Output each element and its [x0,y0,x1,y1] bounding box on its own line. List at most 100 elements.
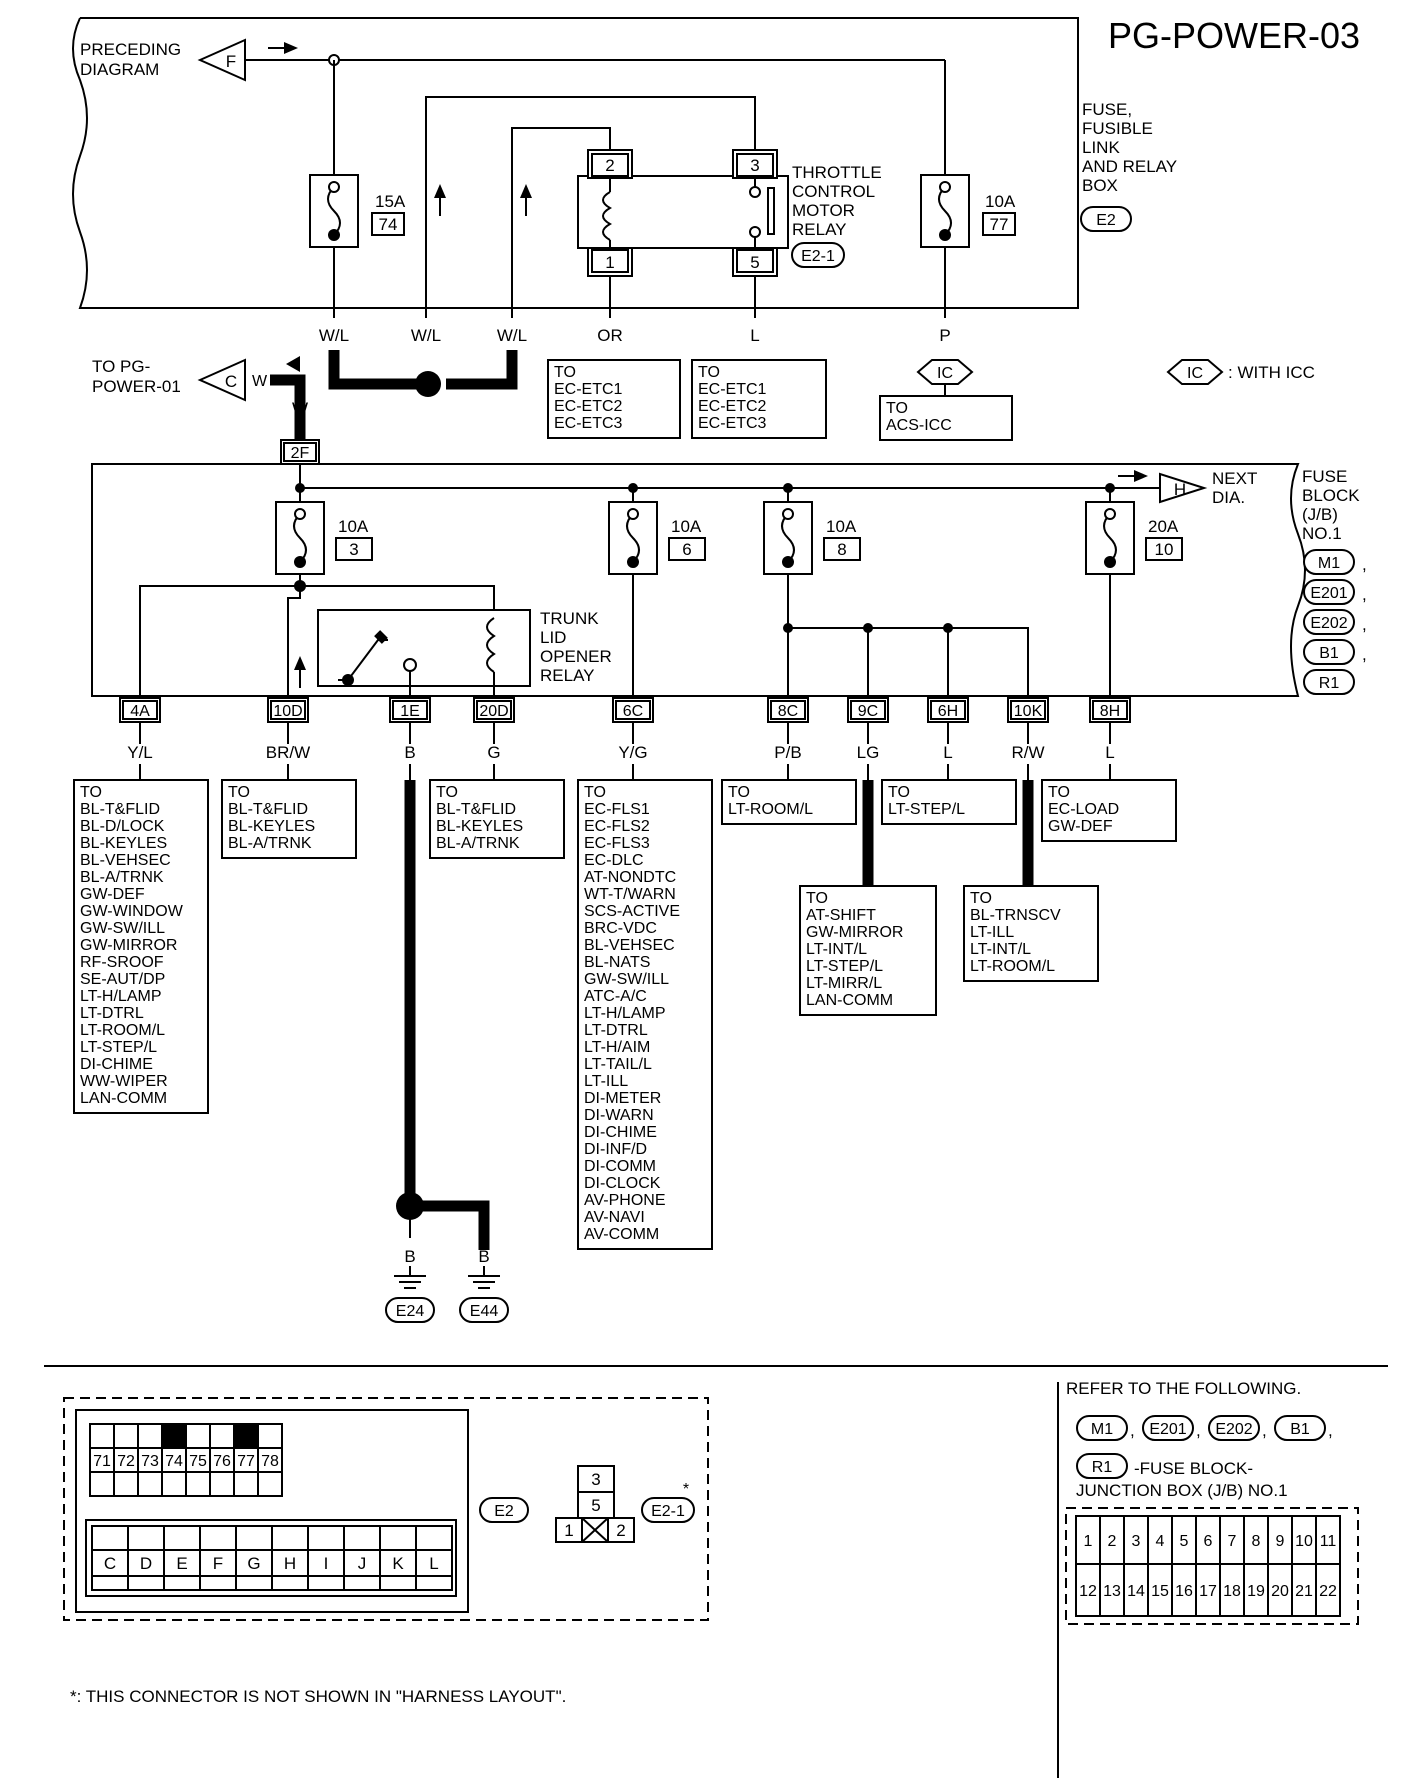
e2-pin: D [140,1554,152,1573]
e2-pin: 73 [141,1453,159,1470]
jb-wire-color: B [404,743,415,762]
wire-relay-3-feed [425,96,756,318]
grid-pin: 8 [1252,1533,1261,1550]
dest-g-text: BL-T&FLID [436,801,516,818]
ground-connector-text: E24 [396,1303,425,1320]
relay-contact [749,186,761,198]
dest-yg-text: EC-FLS1 [584,801,650,818]
jb-fuse-8-element [781,513,795,563]
dest-yl-text: BL-T&FLID [80,801,160,818]
dest-l8h-text: GW-DEF [1048,818,1113,835]
dest-yg-text: DI-INF/D [584,1141,647,1158]
up-arrow-head [434,184,446,198]
ground-wire-color: B [404,1247,415,1266]
jb-fuse-3-terminal [294,556,306,568]
top-wire-color: W/L [319,326,349,345]
e21-cell [607,1517,635,1543]
refer-grid-frame [1065,1507,1359,1625]
trunk-relay-name: LID [540,628,566,647]
e2-cell-blank [233,1423,259,1449]
fuse-box-connector-text: E2 [1096,212,1116,229]
e2-pin: K [392,1554,404,1573]
dest-lg-box [799,885,937,1016]
e2-cell-blank [235,1525,273,1551]
grid-pin: 16 [1175,1583,1193,1600]
dest-yg-text: LT-DTRL [584,1022,648,1039]
dest-yg-text: LT-H/LAMP [584,1005,666,1022]
icc-legend-text: : WITH ICC [1228,363,1315,382]
dest-yl-text: GW-MIRROR [80,937,177,954]
jb-pin-inner [476,700,512,720]
fuse-amp: 15A [375,192,406,211]
dest-rw-text: BL-TRNSCV [970,907,1061,924]
relay-pin-inner [591,249,629,273]
refer-connector [1208,1415,1260,1441]
e2-connector-label-text: E2 [494,1503,514,1520]
e2-pin: J [358,1554,367,1573]
arrow-head [286,356,300,372]
fuse-amp: 10A [826,517,857,536]
e2-cell-blank [161,1423,187,1449]
icc-tag [916,359,974,385]
grid-pin: 13 [1103,1583,1121,1600]
relay-switch-arm [374,630,388,644]
grid-pin: 12 [1079,1583,1097,1600]
icc-legend-tag-text: IC [1187,365,1203,382]
next-tag [1159,472,1208,504]
dest-yg-text: LT-TAIL/L [584,1056,652,1073]
fuse-block-connector [1303,639,1355,665]
e2-cell-blank [233,1471,259,1497]
dest-yg-text: TO [584,784,606,801]
fuse-block-outline [91,463,1306,697]
grid-cell [1147,1515,1173,1565]
e2-cell-blank [113,1423,139,1449]
e2-cell-blank [209,1471,235,1497]
dest-l6h-text: LT-STEP/L [888,801,965,818]
dest-yg-text: GW-SW/ILL [584,971,669,988]
dest-yg-text: AT-NONDTC [584,869,676,886]
next-diagram-label: NEXT [1212,469,1257,488]
grid-cell [1099,1563,1125,1617]
grid-cell [1195,1563,1221,1617]
dest-rw-text: LT-ROOM/L [970,958,1055,975]
fuse-amp: 20A [1148,517,1179,536]
fuse-box-name: LINK [1082,138,1120,157]
refer-connector-text: E202 [1215,1421,1252,1438]
dest-yg-text: DI-CHIME [584,1124,657,1141]
e2-cell-blank [137,1423,163,1449]
dest-lg-text: GW-MIRROR [806,924,903,941]
e2-cell-blank [91,1525,129,1551]
dest-ec-etc-b-text: TO [698,364,720,381]
wire-fuse3-to-relay [287,586,301,708]
e2-cell-blank [307,1525,345,1551]
throttle-relay-name: CONTROL [792,182,875,201]
fuse-num: 10 [1155,540,1174,559]
next-diagram-label: DIA. [1212,488,1245,507]
top-wire-color: W/L [497,326,527,345]
e2-cell-blank [185,1423,211,1449]
grid-pin: 15 [1151,1583,1169,1600]
grid-pin: 21 [1295,1583,1313,1600]
dest-ec-etc-b-text: EC-ETC1 [698,381,767,398]
dest-yl-text: LT-ROOM/L [80,1022,165,1039]
e2-cell-blank [271,1575,309,1591]
jb-fuse-8-terminal [782,556,794,568]
to-pg-power-tag-letter: C [225,372,237,391]
e2-cell-blank [257,1423,283,1449]
fuse-box-name: BOX [1082,176,1118,195]
relay-coil [602,191,613,241]
thick-harness [446,350,518,390]
e2-cell-blank [163,1575,201,1591]
fuse-block-name: NO.1 [1302,524,1342,543]
e2-cell-blank [199,1525,237,1551]
comma: , [1362,585,1367,604]
refer-desc: JUNCTION BOX (J/B) NO.1 [1076,1481,1288,1500]
dest-ec-etc-a-text: EC-ETC2 [554,398,623,415]
e2-cell-blank [161,1471,187,1497]
e2-pin: 72 [117,1453,135,1470]
fuse-num-box [335,537,373,561]
dest-pb-box [721,779,857,825]
e2-pin: I [324,1554,329,1573]
fuse-block-connector-text: B1 [1319,645,1339,662]
jb-pin-pin: 6C [623,703,643,720]
